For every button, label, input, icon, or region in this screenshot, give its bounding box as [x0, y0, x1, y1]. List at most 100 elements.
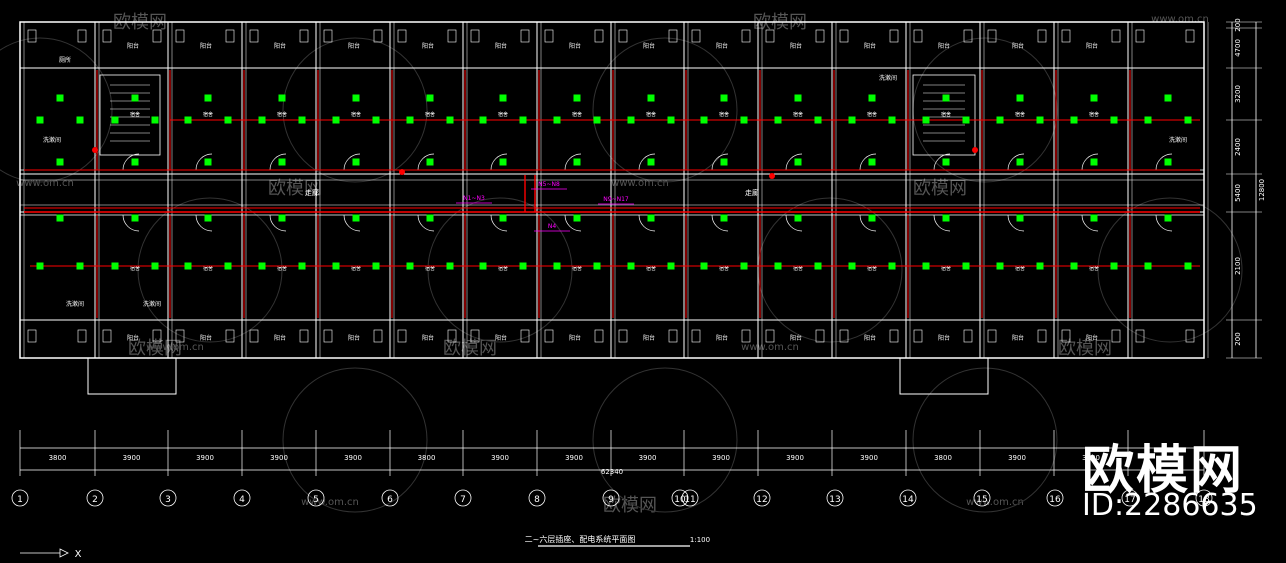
corridor-label: 走廊: [745, 188, 759, 197]
grid-axis-label: 10: [674, 495, 686, 505]
dorm-label: 宿舍: [941, 265, 951, 272]
balcony-label: 阳台: [643, 42, 655, 50]
socket-symbol: [868, 158, 876, 166]
dorm-label: 宿舍: [425, 265, 435, 272]
balcony-label: 阳台: [200, 334, 212, 342]
dorm-label: 宿舍: [719, 265, 729, 272]
column-dimension-text: 3900: [786, 454, 804, 462]
door-swing: [122, 214, 140, 232]
dorm-label: 宿舍: [646, 265, 656, 272]
socket-symbol: [794, 214, 802, 222]
watermark-circle: [282, 37, 428, 183]
door-swing: [933, 153, 951, 171]
toilet-fixture: [987, 329, 997, 343]
socket-symbol: [56, 158, 64, 166]
toilet-fixture: [668, 329, 678, 343]
dorm-label: 宿舍: [498, 265, 508, 272]
socket-symbol: [1090, 214, 1098, 222]
toilet-fixture: [27, 29, 37, 43]
toilet-fixture: [815, 329, 825, 343]
dorm-label: 宿舍: [351, 265, 361, 272]
balcony-label: 阳台: [127, 42, 139, 50]
socket-symbol: [720, 158, 728, 166]
faint-watermark-site: www.om.cn: [146, 342, 204, 353]
toilet-fixture: [299, 329, 309, 343]
column-dimension-text: 3900: [491, 454, 509, 462]
socket-symbol: [888, 116, 896, 124]
toilet-fixture: [520, 329, 530, 343]
column-dimension-text: 3900: [1008, 454, 1026, 462]
watermark-circle: [427, 197, 573, 343]
socket-symbol: [1016, 214, 1024, 222]
socket-symbol: [479, 116, 487, 124]
panel-tag: N4: [548, 223, 556, 230]
socket-symbol: [647, 214, 655, 222]
socket-symbol: [224, 116, 232, 124]
grid-axis-label: 16: [1049, 495, 1061, 505]
socket-symbol: [962, 262, 970, 270]
socket-symbol: [258, 262, 266, 270]
grid-axis-bubble: [1121, 489, 1139, 507]
toilet-fixture: [815, 29, 825, 43]
balcony-label: 阳台: [716, 42, 728, 50]
faint-watermark-text: 欧模网: [913, 178, 967, 199]
grid-axis-label: 11: [684, 495, 695, 505]
dorm-label: 宿舍: [277, 265, 287, 272]
socket-symbol: [1184, 262, 1192, 270]
socket-symbol: [720, 94, 728, 102]
watermark-circle: [592, 37, 738, 183]
grid-axis-label: 7: [460, 495, 466, 505]
door-swing: [490, 153, 508, 171]
socket-symbol: [794, 158, 802, 166]
watermark-circle: [137, 197, 283, 343]
dorm-label: 宿舍: [1015, 111, 1025, 118]
watermark-circle: [592, 367, 738, 513]
grid-axis-label: 12: [756, 495, 767, 505]
balcony-label: 阳台: [348, 334, 360, 342]
balcony-label: 阳台: [864, 334, 876, 342]
balcony-label: 阳台: [422, 334, 434, 342]
socket-symbol: [1090, 158, 1098, 166]
watermark-circle: [912, 37, 1058, 183]
distribution-box: [972, 147, 978, 153]
column-dimension-text: 3800: [418, 454, 436, 462]
socket-symbol: [184, 262, 192, 270]
socket-symbol: [922, 116, 930, 124]
socket-symbol: [499, 158, 507, 166]
door-swing: [785, 153, 803, 171]
door-swing: [859, 214, 877, 232]
socket-symbol: [962, 116, 970, 124]
socket-symbol: [1144, 116, 1152, 124]
toilet-fixture: [1185, 29, 1195, 43]
total-dimension-text: 62340: [601, 468, 623, 476]
grid-axis-label: 9: [608, 495, 614, 505]
toilet-fixture: [225, 329, 235, 343]
door-swing: [1007, 153, 1025, 171]
socket-symbol: [627, 262, 635, 270]
socket-symbol: [426, 94, 434, 102]
toilet-fixture: [1111, 29, 1121, 43]
balcony-label: 阳台: [274, 42, 286, 50]
grid-axis-bubble: [753, 489, 771, 507]
toilet-fixture: [152, 29, 162, 43]
dorm-label: 宿舍: [793, 111, 803, 118]
door-swing: [564, 214, 582, 232]
grid-axis-label: 1: [17, 495, 23, 505]
door-swing: [1007, 214, 1025, 232]
column-dimension-text: 3900: [270, 454, 288, 462]
id-watermark: ID:2286635: [1082, 488, 1258, 523]
socket-symbol: [573, 158, 581, 166]
grid-axis-bubble: [454, 489, 472, 507]
toilet-fixture: [1037, 329, 1047, 343]
socket-symbol: [1164, 214, 1172, 222]
toilet-fixture: [27, 329, 37, 343]
balcony-label: 阳台: [1012, 334, 1024, 342]
column-dimension-text: 3900: [860, 454, 878, 462]
toilet-fixture: [249, 29, 259, 43]
toilet-fixture: [618, 329, 628, 343]
toilet-fixture: [1185, 329, 1195, 343]
column-dimension-text: 3900: [639, 454, 657, 462]
toilet-fixture: [741, 329, 751, 343]
toilet-fixture: [447, 29, 457, 43]
